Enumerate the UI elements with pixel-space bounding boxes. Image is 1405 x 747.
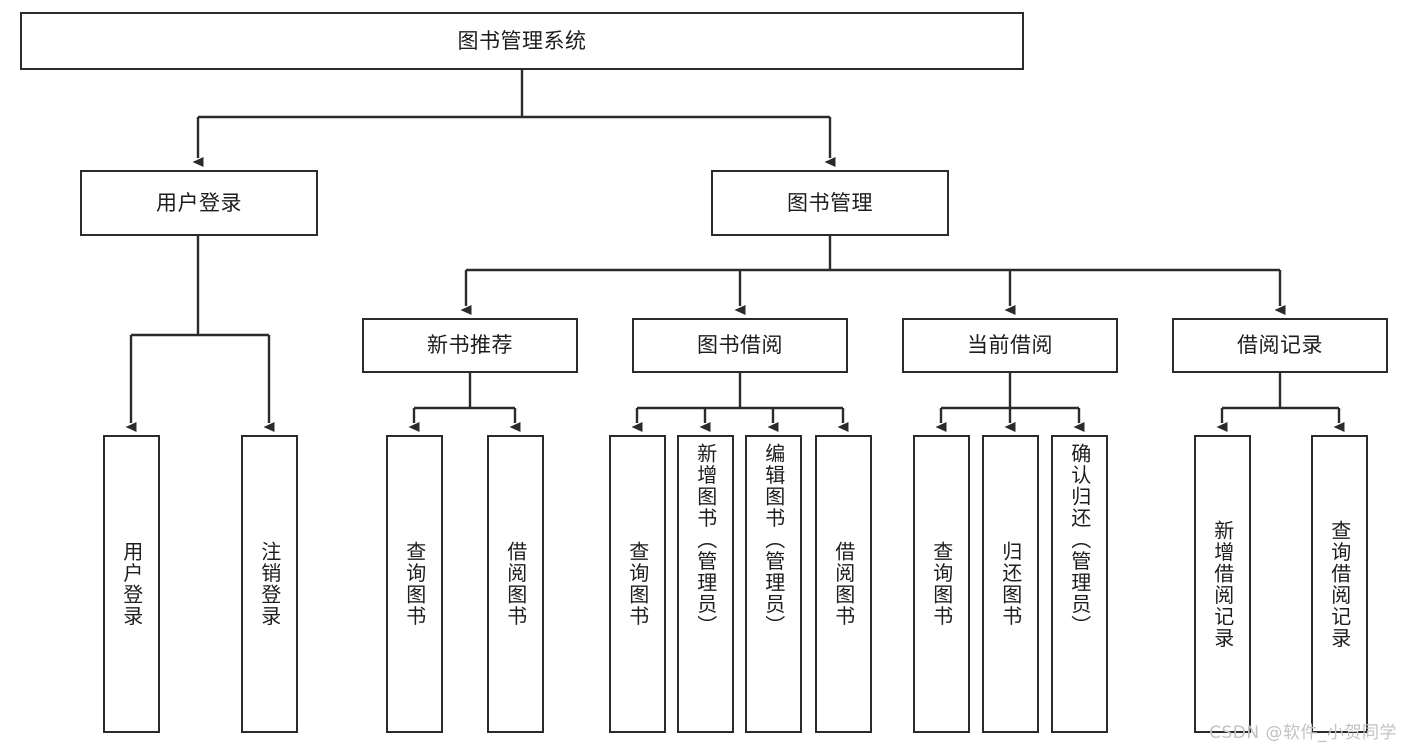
leaf-current-query-book-label: 查询图书 — [929, 541, 954, 627]
node-user-login-label: 用户登录 — [156, 190, 242, 215]
leaf-borrow-borrow-book[interactable]: 借阅图书 — [815, 435, 872, 733]
leaf-borrow-edit-book-admin[interactable]: 编辑图书（管理员） — [745, 435, 802, 733]
node-borrow-record[interactable]: 借阅记录 — [1172, 318, 1388, 373]
leaf-recommend-query-book[interactable]: 查询图书 — [386, 435, 443, 733]
leaf-user-login-signin-label: 用户登录 — [119, 541, 144, 627]
leaf-recommend-borrow-book-label: 借阅图书 — [503, 541, 528, 627]
leaf-current-return-book-label: 归还图书 — [998, 541, 1023, 627]
leaf-current-return-book[interactable]: 归还图书 — [982, 435, 1039, 733]
node-root-system[interactable]: 图书管理系统 — [20, 12, 1024, 70]
leaf-current-confirm-return-admin[interactable]: 确认归还（管理员） — [1051, 435, 1108, 733]
leaf-borrow-borrow-book-label: 借阅图书 — [831, 541, 856, 627]
leaf-borrow-add-book-admin[interactable]: 新增图书（管理员） — [677, 435, 734, 733]
leaf-record-add-record-label: 新增借阅记录 — [1210, 519, 1235, 649]
node-user-login[interactable]: 用户登录 — [80, 170, 318, 236]
leaf-record-query-record-label: 查询借阅记录 — [1327, 519, 1352, 649]
leaf-current-confirm-return-admin-label: 确认归还（管理员） — [1067, 443, 1092, 637]
leaf-borrow-edit-book-admin-label: 编辑图书（管理员） — [761, 443, 786, 637]
node-new-book-recommend[interactable]: 新书推荐 — [362, 318, 578, 373]
leaf-record-query-record[interactable]: 查询借阅记录 — [1311, 435, 1368, 733]
leaf-user-login-signout[interactable]: 注销登录 — [241, 435, 298, 733]
leaf-current-query-book[interactable]: 查询图书 — [913, 435, 970, 733]
leaf-borrow-query-book-label: 查询图书 — [625, 541, 650, 627]
leaf-record-add-record[interactable]: 新增借阅记录 — [1194, 435, 1251, 733]
node-book-borrow[interactable]: 图书借阅 — [632, 318, 848, 373]
leaf-borrow-add-book-admin-label: 新增图书（管理员） — [693, 443, 718, 637]
node-book-borrow-label: 图书借阅 — [697, 333, 783, 358]
leaf-recommend-borrow-book[interactable]: 借阅图书 — [487, 435, 544, 733]
node-current-borrow[interactable]: 当前借阅 — [902, 318, 1118, 373]
csdn-watermark: CSDN @软件_小贺同学 — [1209, 723, 1397, 743]
node-book-management-label: 图书管理 — [787, 190, 873, 215]
leaf-recommend-query-book-label: 查询图书 — [402, 541, 427, 627]
leaf-borrow-query-book[interactable]: 查询图书 — [609, 435, 666, 733]
node-root-system-label: 图书管理系统 — [457, 28, 587, 53]
node-current-borrow-label: 当前借阅 — [967, 333, 1053, 358]
node-book-management[interactable]: 图书管理 — [711, 170, 949, 236]
node-new-book-recommend-label: 新书推荐 — [427, 333, 513, 358]
leaf-user-login-signin[interactable]: 用户登录 — [103, 435, 160, 733]
leaf-user-login-signout-label: 注销登录 — [257, 541, 282, 627]
node-borrow-record-label: 借阅记录 — [1237, 333, 1323, 358]
